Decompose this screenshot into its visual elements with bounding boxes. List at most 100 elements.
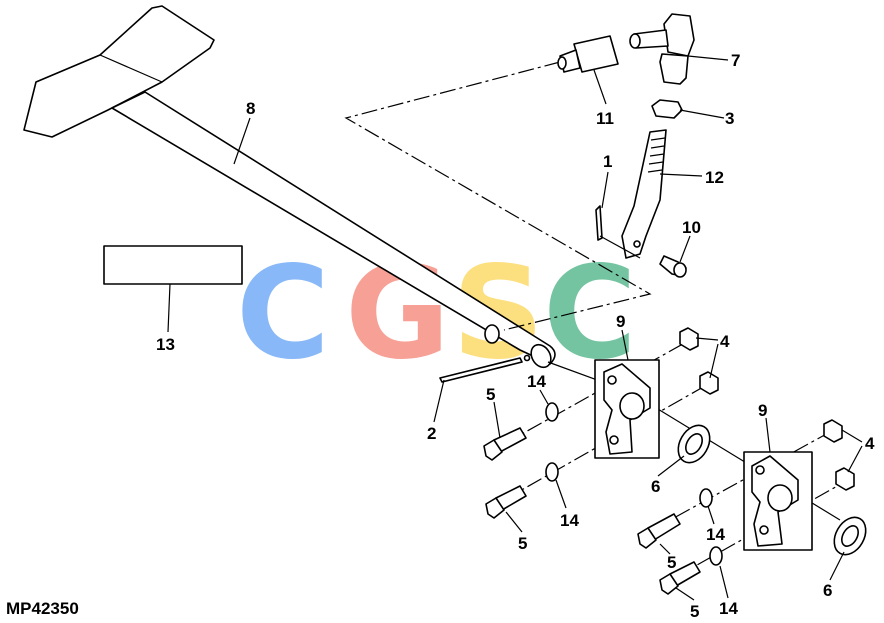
clevis xyxy=(629,13,695,85)
leader-13 xyxy=(167,283,171,333)
lock-nut-4 xyxy=(835,467,855,491)
leader-5d xyxy=(675,587,695,601)
clevis-pin xyxy=(659,255,687,278)
bracket-upper-hole-top xyxy=(607,375,617,385)
washer-small-4 xyxy=(709,546,723,566)
cotter-pin-upper xyxy=(595,205,641,259)
watermark: C G S C xyxy=(236,239,637,388)
callout-14b: 14 xyxy=(560,511,579,530)
callout-labels: 8 11 7 3 1 12 10 13 2 14 5 9 4 6 14 5 9 … xyxy=(156,51,875,621)
leader-4b xyxy=(841,429,863,473)
callout-4a: 4 xyxy=(720,332,730,351)
washer-large-upper xyxy=(677,424,711,464)
callout-3: 3 xyxy=(725,109,734,128)
leader-2 xyxy=(433,379,445,423)
callout-8: 8 xyxy=(246,99,255,118)
leader-8 xyxy=(233,117,251,165)
washer-small-1 xyxy=(545,402,559,422)
clevis-body xyxy=(659,53,689,85)
leader-lines xyxy=(167,55,863,601)
bolt-3-head xyxy=(637,527,657,549)
pedal-pivot-stud xyxy=(484,324,500,344)
bolt-2-head xyxy=(485,497,505,519)
leader-6b xyxy=(829,551,845,581)
rod-path-upper xyxy=(344,61,652,331)
bracket-lower-hole-top xyxy=(755,465,765,475)
bracket-upper xyxy=(594,359,660,459)
bolt-1 xyxy=(483,427,527,461)
watermark-letter-c1: C xyxy=(236,239,330,388)
leader-12 xyxy=(659,173,703,177)
callout-9a: 9 xyxy=(616,312,625,331)
lock-nut-3 xyxy=(823,419,843,443)
callout-5c: 5 xyxy=(667,553,676,572)
coupler-end xyxy=(557,56,567,70)
callout-1: 1 xyxy=(603,152,612,171)
pedal-shaft xyxy=(111,91,556,365)
lock-nut-1 xyxy=(679,327,699,351)
bracket-lower xyxy=(743,451,813,551)
washer-small-3 xyxy=(699,488,713,508)
leader-6a xyxy=(657,455,685,477)
lock-nut-2 xyxy=(699,371,719,395)
rod-eye-hole xyxy=(633,240,641,248)
pedal-shaft-end xyxy=(530,343,552,369)
callout-12: 12 xyxy=(705,168,724,187)
callout-5b: 5 xyxy=(518,534,527,553)
leader-11 xyxy=(593,69,607,105)
bracket-upper-hole-bottom xyxy=(609,435,619,445)
pedal-pad-fold xyxy=(99,54,163,83)
leader-14d xyxy=(719,565,729,599)
leader-14b xyxy=(555,479,567,509)
bracket-upper-bore xyxy=(619,392,645,420)
callout-5d: 5 xyxy=(690,602,699,621)
bolt-3 xyxy=(637,513,681,549)
threaded-rod xyxy=(621,129,667,259)
cotter-pin-lower xyxy=(439,357,523,383)
cotter-pin-upper-body xyxy=(595,205,603,241)
callout-4b: 4 xyxy=(865,434,875,453)
leader-5a xyxy=(493,401,501,439)
leader-9b xyxy=(765,417,771,453)
leader-3 xyxy=(679,109,725,119)
coupler-body xyxy=(573,35,619,73)
washer-large-lower xyxy=(833,516,867,556)
leader-4a xyxy=(695,337,719,379)
callout-14c: 14 xyxy=(706,525,725,544)
bolt-line-upper xyxy=(503,339,691,445)
pedal-assembly xyxy=(23,5,556,369)
callout-14a: 14 xyxy=(527,372,546,391)
clevis-stem-end xyxy=(629,33,641,49)
jam-nut xyxy=(651,99,683,119)
clevis-pin-head xyxy=(673,262,687,278)
bolt-4-head xyxy=(659,573,679,595)
washer-large-lower-inner xyxy=(841,525,859,547)
callout-14d: 14 xyxy=(719,599,738,618)
callout-7: 7 xyxy=(731,51,740,70)
washer-small-2 xyxy=(545,462,559,482)
pedal-pin-hole xyxy=(523,354,531,362)
cotter-pin-upper-line xyxy=(599,235,641,259)
bolt-2 xyxy=(485,485,527,519)
bracket-lower-bore xyxy=(767,484,793,512)
callout-6a: 6 xyxy=(651,477,660,496)
bolt-line-lower-right-2 xyxy=(673,479,849,579)
rod-threads xyxy=(647,137,666,173)
callout-13: 13 xyxy=(156,335,175,354)
bolt-1-head xyxy=(483,439,503,461)
washer-large-upper-inner xyxy=(685,433,703,455)
leader-7 xyxy=(687,55,729,61)
bolt-4 xyxy=(659,561,701,595)
leader-1 xyxy=(601,171,609,209)
label-decal xyxy=(103,245,243,285)
bracket-lower-hole-bottom xyxy=(759,525,769,535)
leader-14a xyxy=(539,389,549,405)
leader-5b xyxy=(505,511,523,533)
leader-5c xyxy=(659,543,671,555)
callout-5a: 5 xyxy=(486,385,495,404)
pedal-pad-edge xyxy=(35,54,101,83)
clevis-head xyxy=(663,13,695,57)
leader-9a xyxy=(621,329,629,361)
callout-6b: 6 xyxy=(823,581,832,600)
